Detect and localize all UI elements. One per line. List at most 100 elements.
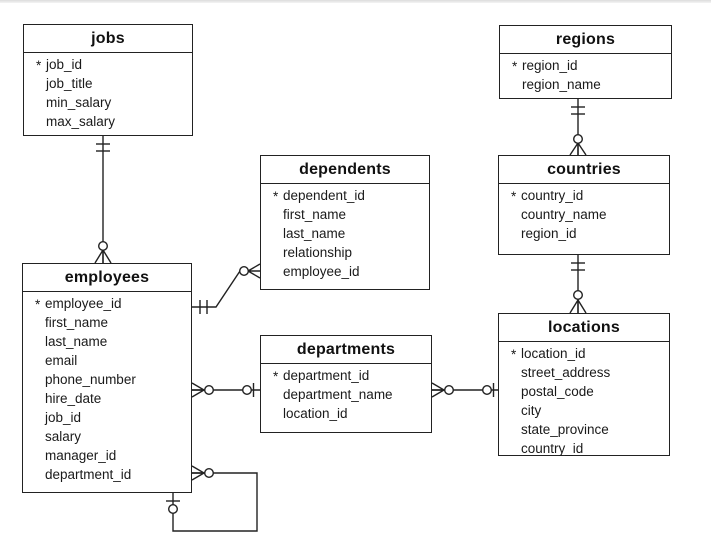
field-row: * location_id [499, 344, 669, 363]
field-name: department_id [45, 467, 132, 482]
field-row: min_salary [24, 93, 192, 112]
field-row: country_id [499, 439, 669, 458]
entity-field-list: * country_id country_name region_id [499, 184, 669, 243]
entity-field-list: * region_id region_name [500, 54, 671, 94]
entity-employees[interactable]: employees * employee_id first_name last_name… [22, 263, 192, 493]
field-name: email [45, 353, 78, 368]
field-row: department_id [23, 465, 191, 484]
field-name: job_id [46, 57, 83, 72]
entity-field-list: * job_id job_title min_salary max_salary [24, 53, 192, 131]
entity-title: departments [261, 336, 431, 364]
field-name: phone_number [45, 372, 136, 387]
field-name: first_name [283, 207, 347, 222]
rel-employees-manager-self [166, 465, 258, 532]
field-name: street_address [521, 365, 611, 380]
entity-field-list: * dependent_id first_name last_name relation… [261, 184, 429, 281]
field-name: region_id [521, 226, 577, 241]
top-border-line [0, 0, 711, 3]
field-row: * job_id [24, 55, 192, 74]
field-name: min_salary [46, 95, 112, 110]
entity-title: countries [499, 156, 669, 184]
field-name: department_id [283, 368, 370, 383]
field-row: * region_id [500, 56, 671, 75]
entity-title: employees [23, 264, 191, 292]
field-row: first_name [261, 205, 429, 224]
field-row: postal_code [499, 382, 669, 401]
field-row: hire_date [23, 389, 191, 408]
entity-countries[interactable]: countries * country_id country_name region_i… [498, 155, 670, 255]
field-row: city [499, 401, 669, 420]
entity-title: regions [500, 26, 671, 54]
field-name: dependent_id [283, 188, 365, 203]
field-name: country_name [521, 207, 607, 222]
field-name: last_name [45, 334, 108, 349]
field-row: phone_number [23, 370, 191, 389]
field-name: employee_id [283, 264, 360, 279]
primary-key-marker: * [36, 58, 42, 73]
primary-key-marker: * [35, 297, 41, 312]
field-row: manager_id [23, 446, 191, 465]
field-name: location_id [521, 346, 586, 361]
field-name: country_id [521, 188, 584, 203]
entity-field-list: *department_id department_name location_id [261, 364, 431, 423]
field-row: * employee_id [23, 294, 191, 313]
field-name: region_id [522, 58, 578, 73]
field-name: job_title [46, 76, 93, 91]
primary-key-marker: * [511, 189, 517, 204]
field-name: hire_date [45, 391, 102, 406]
field-row: *department_id [261, 366, 431, 385]
field-name: region_name [522, 77, 601, 92]
field-row: employee_id [261, 262, 429, 281]
field-row: job_title [24, 74, 192, 93]
entity-jobs[interactable]: jobs * job_id job_title min_salary max_salary [23, 24, 193, 136]
field-row: max_salary [24, 112, 192, 131]
field-name: city [521, 403, 542, 418]
entity-regions[interactable]: regions * region_id region_name [499, 25, 672, 99]
field-row: first_name [23, 313, 191, 332]
rel-regions-countries [569, 99, 587, 156]
field-row: department_name [261, 385, 431, 404]
rel-jobs-employees [94, 136, 112, 264]
rel-employees-dependents [192, 263, 261, 314]
field-name: department_name [283, 387, 393, 402]
entity-dependents[interactable]: dependents * dependent_id first_name last_na… [260, 155, 430, 290]
entity-title: locations [499, 314, 669, 342]
field-name: first_name [45, 315, 109, 330]
field-row: email [23, 351, 191, 370]
field-row: region_id [499, 224, 669, 243]
field-row: country_name [499, 205, 669, 224]
entity-departments[interactable]: departments *department_id department_name… [260, 335, 432, 433]
field-row: * country_id [499, 186, 669, 205]
primary-key-marker: * [512, 59, 518, 74]
field-name: postal_code [521, 384, 594, 399]
field-name: state_province [521, 422, 609, 437]
primary-key-marker: * [273, 189, 279, 204]
field-row: region_name [500, 75, 671, 94]
field-name: country_id [521, 441, 584, 456]
entity-title: dependents [261, 156, 429, 184]
field-name: last_name [283, 226, 346, 241]
field-row: last_name [261, 224, 429, 243]
entity-title: jobs [24, 25, 192, 53]
field-name: manager_id [45, 448, 117, 463]
field-row: street_address [499, 363, 669, 382]
field-row: location_id [261, 404, 431, 423]
field-row: job_id [23, 408, 191, 427]
field-row: * dependent_id [261, 186, 429, 205]
field-row: state_province [499, 420, 669, 439]
rel-locations-departments [431, 382, 498, 398]
rel-countries-locations [569, 255, 587, 314]
field-name: location_id [283, 406, 348, 421]
field-name: employee_id [45, 296, 122, 311]
field-name: salary [45, 429, 82, 444]
field-row: last_name [23, 332, 191, 351]
field-name: job_id [45, 410, 82, 425]
field-row: relationship [261, 243, 429, 262]
primary-key-marker: * [511, 347, 517, 362]
field-row: salary [23, 427, 191, 446]
rel-departments-employees [191, 382, 260, 398]
